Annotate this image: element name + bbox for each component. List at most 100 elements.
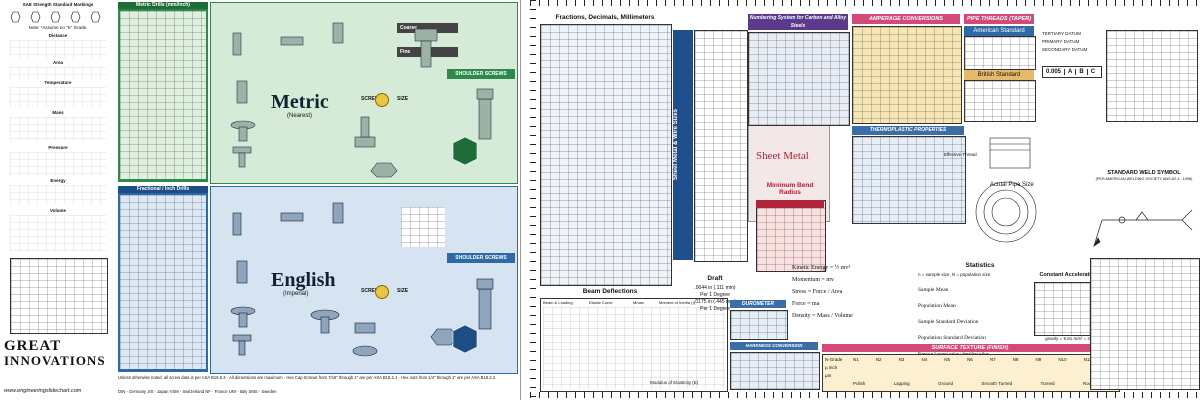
metric-label: Metric [271, 91, 329, 113]
footnote-3: Hex Cap Screws from 7/16" through 1" are… [286, 375, 398, 380]
weld-type-table [1090, 258, 1200, 390]
surface-title: SURFACE TEXTURE (FINISH) [822, 344, 1118, 352]
grade-n4: N4 [921, 357, 928, 362]
screw-label-english: SCREW [361, 288, 380, 294]
fractions-table [540, 24, 672, 286]
surface-row-uinch: µ inch [825, 365, 838, 370]
metric-sub: (Nearest) [287, 113, 313, 119]
draft-value-1: .0044 in (.111 mm) [694, 285, 736, 291]
grade-n9: N9 [1035, 357, 1042, 362]
fractions-title: Fractions, Decimals, Millimeters [555, 14, 655, 21]
pressure-title: Pressure [48, 145, 68, 150]
footnote-2: All dimensions are maximum [229, 375, 283, 380]
hardness-table [730, 352, 820, 390]
draft-title: Draft [707, 275, 723, 282]
physics-stress: Stress = Force / Area [792, 289, 843, 295]
finish-turned: Turned [1040, 381, 1055, 386]
grade-n7: N7 [989, 357, 996, 362]
amperage-table [852, 26, 962, 124]
american-standard-label: American Standard [964, 26, 1034, 36]
brand-line-2: INNOVATIONS [4, 353, 106, 368]
english-sub: (Imperial) [283, 291, 309, 297]
metric-drill-table: Metric Drills (mm/inch) [118, 2, 208, 182]
min-bend-header [756, 200, 824, 208]
gdt-secondary: SECONDARY DATUM [1042, 47, 1088, 52]
website-link[interactable]: www.engineeringslidechart.com [4, 388, 82, 394]
coarse-label: Coarse [397, 23, 458, 33]
british-pipe-table [964, 80, 1036, 122]
datum-c: C [1090, 69, 1096, 75]
sheet-metal-column [673, 30, 693, 260]
accel-title: Constant Acceleration Eq's [1039, 272, 1111, 278]
grade-n10: N10 [1058, 357, 1067, 362]
fractional-drill-table: Fractional / Inch Drills [118, 186, 208, 372]
left-card: SAE Strength Standard Markings Note: *As… [0, 0, 521, 400]
strength-title: SAE Strength Standard Markings [22, 2, 94, 7]
fractional-drills-title: Fractional / Inch Drills [118, 186, 208, 193]
pipe-thread-drawing [975, 137, 1037, 243]
stats-population-sd: Population Standard Deviation [918, 335, 986, 341]
tolerance-grid [1106, 30, 1198, 122]
beam-col-4: Moment of Inertia (I) [659, 300, 696, 305]
modulus-title: Modulus of Elasticity (E) [650, 380, 699, 385]
stats-population-mean: Population Mean [918, 303, 956, 309]
grade-n1: N1 [853, 357, 859, 362]
metric-drills-title: Metric Drills (mm/inch) [118, 2, 208, 9]
gravity-value: gravity = 9.81 m/s² = 32.2 ft/s² [1045, 336, 1105, 341]
grade-n11: N11 [1083, 357, 1092, 362]
thread-data-table [401, 207, 445, 247]
draft-value-2: Per 1 Degree [700, 292, 730, 298]
metric-prefix-table [10, 258, 108, 334]
nylon-lock-nut-icon [452, 136, 478, 166]
effective-thread-label: Effective Thread [944, 152, 977, 157]
min-bend-table [756, 200, 826, 272]
distance-title: Distance [48, 33, 68, 38]
sheet-metal-vertical-label: Sheet Metal & Wire Sizes [673, 109, 679, 181]
temperature-rows [10, 87, 106, 107]
top-ruler [530, 0, 1200, 6]
footnote-1: Unless otherwise noted, all screw data i… [118, 375, 226, 380]
brand-line-1: GREAT [4, 338, 62, 354]
finish-ground: Ground [937, 381, 953, 386]
bolt-head-markings [10, 11, 101, 23]
grade-n2: N2 [875, 357, 882, 362]
datum-a: A [1065, 69, 1077, 75]
shoulder-screws-metric: SHOULDER SCREWS [447, 69, 515, 79]
english-size-knob[interactable] [375, 285, 389, 299]
weld-title: STANDARD WELD SYMBOL [1107, 170, 1181, 176]
mass-rows [10, 117, 106, 141]
area-rows [10, 67, 106, 79]
finish-polish: Polish [853, 381, 866, 386]
shoulder-screws-english: SHOULDER SCREWS [447, 253, 515, 263]
temperature-title: Temperature [44, 80, 72, 85]
british-standard-label: British Standard [964, 70, 1034, 80]
physics-kinetic: Kinetic Energy = ½ mv² [792, 265, 851, 271]
actual-pipe-size-label: Actual Pipe Size [990, 182, 1034, 188]
metric-size-knob[interactable] [375, 93, 389, 107]
numbering-title: Numbering System for Carbon and Alloy St… [748, 14, 848, 30]
sheet-metal-title: Sheet Metal [756, 150, 809, 162]
amperage-title: AMPERAGE CONVERSIONS [852, 14, 960, 24]
english-screw-drawings [230, 202, 494, 357]
surface-table: N-Grade µ inch µm N1 N2 N3 N4 N5 N6 N7 N… [822, 354, 1120, 392]
metric-screw-panel: Metric (Nearest) Coarse Fine SHOULDER SC… [210, 2, 518, 184]
durometer-scale [730, 310, 788, 340]
strength-note: Note: *Assume no "K" Grade. [28, 25, 88, 30]
stats-formulas: Sample Mean Population Mean Sample Stand… [918, 282, 1028, 362]
grade-n5: N5 [944, 357, 951, 362]
screw-label-metric: SCREW [361, 96, 380, 102]
draft-value-4: Per 1 Degree [680, 306, 750, 313]
weld-subtitle: (PER AMERICAN WELDING SOCIETY ANS A2.4 -… [1095, 177, 1193, 181]
pressure-rows [10, 152, 106, 176]
beam-col-2: Elastic Curve [589, 300, 613, 305]
surface-finish-row: Polish Lapping Ground Smooth Turned Turn… [853, 381, 1117, 386]
area-title: Area [52, 60, 63, 65]
energy-title: Energy [50, 178, 66, 183]
english-screw-panel: English (Imperial) SHOULDER SCREWS SCREW… [210, 186, 518, 374]
beam-col-1: Beam & Loading [543, 300, 573, 305]
physics-momentum: Momentum = mv [792, 277, 835, 283]
grade-n3: N3 [898, 357, 905, 362]
size-label-metric: SIZE [397, 96, 409, 102]
brand-logo: GREAT INNOVATIONS [4, 338, 114, 388]
draft-value-3: .0175 in (.445 mm) [694, 299, 736, 305]
